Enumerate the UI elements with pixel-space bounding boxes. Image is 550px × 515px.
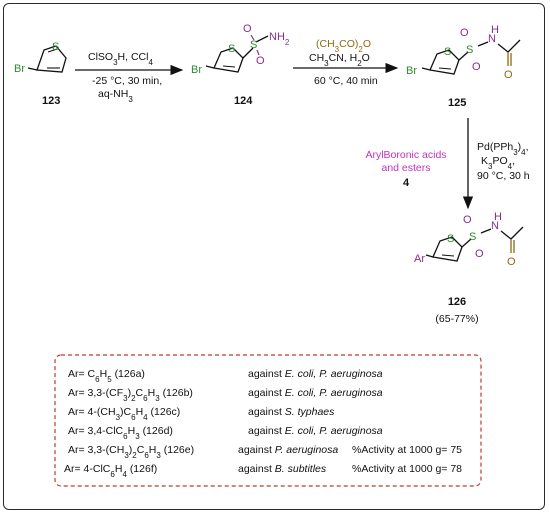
nitrogen-label: N — [491, 220, 499, 232]
figure-frame — [3, 3, 545, 510]
table-row: Ar= 3,3-(CH3)2C6H3 (126e) — [68, 444, 194, 460]
reaction-arrow-1: ClSO3H, CCl4 -25 °C, 30 min, aq-NH3 — [75, 51, 184, 104]
compound-126: Ar S S O O N H O 126 (65-77%) — [414, 211, 524, 325]
reaction-arrow-2: (CH3CO)2O CH3CN, H2O 60 °C, 40 min — [293, 38, 399, 87]
table-row: Ar= 4-(CH3)C6H4 (126c) — [68, 406, 180, 422]
carbonyl-oxygen-label: O — [507, 256, 516, 268]
bromine-label: Br — [191, 64, 202, 76]
sulfonyl-sulfur-label: S — [469, 231, 476, 243]
oxygen-label: O — [243, 23, 252, 35]
oxygen-label: O — [460, 27, 469, 39]
nitrogen-label: N — [488, 33, 496, 45]
compound-number: 123 — [42, 95, 60, 107]
sulfur-label: S — [444, 46, 451, 58]
sulfonyl-sulfur-label: S — [466, 44, 473, 56]
table-row: Ar= C6H5 (126a) — [68, 368, 145, 384]
table-row: Ar= 3,3-(CF3)2C6H3 (126b) — [68, 387, 193, 403]
compound-number: 126 — [448, 296, 466, 308]
compound-125: Br S S O O N H O 125 — [406, 24, 521, 109]
percent-activity: %Activity at 1000 g= 78 — [352, 463, 462, 475]
compound-123: Br S 123 — [14, 41, 67, 107]
percent-activity: %Activity at 1000 g= 75 — [352, 444, 462, 456]
reagent-text: and esters — [381, 162, 430, 174]
hydrogen-label: H — [494, 211, 502, 223]
condition-text: 90 °C, 30 h — [477, 170, 530, 182]
table-row: Ar= 4-ClC6H4 (126f) — [64, 463, 157, 479]
reagent-text: (CH3CO)2O — [316, 38, 371, 54]
reagent-number: 4 — [403, 177, 410, 189]
condition-text: 60 °C, 40 min — [314, 75, 378, 87]
sulfonyl-sulfur-label: S — [250, 39, 257, 51]
table-row: Ar= 3,4-ClC6H3 (126d) — [68, 425, 173, 441]
activity-table: Ar= C6H5 (126a) against E. coli, P. aeru… — [54, 354, 482, 487]
aryl-label: Ar — [414, 253, 425, 265]
condition-text: ClSO3H, CCl4 — [88, 51, 153, 67]
compound-number: 124 — [234, 95, 253, 107]
carbonyl-oxygen-label: O — [504, 69, 513, 81]
bromine-label: Br — [406, 65, 417, 77]
activity-text: against E. coli, P. aeruginosa — [248, 387, 383, 399]
oxygen-label: O — [475, 248, 484, 260]
condition-text: -25 °C, 30 min, — [92, 75, 162, 87]
oxygen-label: O — [256, 55, 265, 67]
oxygen-label: O — [472, 61, 481, 73]
amine-label: NH2 — [269, 31, 290, 47]
bromine-label: Br — [14, 63, 25, 75]
table-border — [54, 354, 482, 487]
sulfur-label: S — [52, 41, 59, 53]
condition-text: K3PO4, — [481, 155, 515, 171]
activity-text: against S. typhaes — [248, 406, 335, 418]
activity-text: against B. subtitles — [238, 463, 327, 475]
hydrogen-label: H — [491, 24, 499, 36]
activity-text: against E. coli, P. aeruginosa — [248, 425, 383, 437]
oxygen-label: O — [463, 214, 472, 226]
condition-text: CH3CN, H2O — [309, 52, 370, 68]
yield-text: (65-77%) — [435, 313, 478, 325]
condition-text: aq-NH3 — [98, 88, 133, 104]
activity-text: against E. coli, P. aeruginosa — [248, 368, 383, 380]
sulfur-label: S — [447, 233, 454, 245]
condition-text: Pd(PPh3)4, — [477, 141, 529, 157]
reagent-text: ArylBoronic acids — [365, 149, 446, 161]
compound-124: Br S S O O NH2 124 — [191, 23, 290, 107]
compound-number: 125 — [448, 97, 466, 109]
reaction-arrow-3: ArylBoronic acids and esters 4 Pd(PPh3)4… — [365, 118, 530, 210]
activity-text: against P. aeruginosa — [238, 444, 338, 456]
sulfur-label: S — [228, 43, 235, 55]
